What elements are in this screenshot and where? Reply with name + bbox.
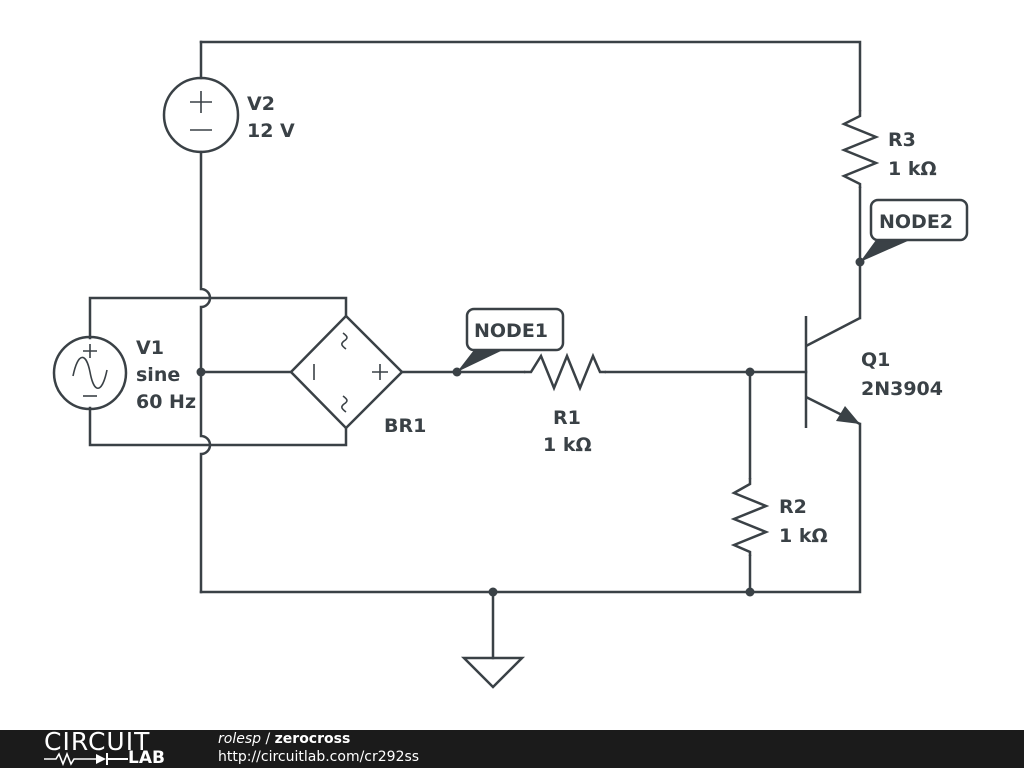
- plus-icon: [83, 344, 97, 358]
- wire-v1-bottom-to-br1: [88, 406, 348, 447]
- v1-value: 60 Hz: [136, 391, 196, 413]
- r3-resistor[interactable]: R3 1 kΩ: [840, 110, 937, 188]
- v2-value: 12 V: [247, 120, 295, 142]
- r2-resistor[interactable]: R2 1 kΩ: [730, 478, 828, 556]
- wire-bottom-rail: [199, 422, 862, 594]
- r3-value: 1 kΩ: [888, 158, 937, 180]
- circuit-owner-title: rolesp / zerocross: [218, 731, 350, 747]
- node1-text: NODE1: [474, 320, 548, 342]
- v1-sine-source[interactable]: V1 sine 60 Hz: [52, 335, 196, 413]
- q1-npn-transistor[interactable]: Q1 2N3904: [804, 316, 943, 428]
- resistor-icon: [524, 352, 606, 392]
- q1-name: Q1: [861, 349, 890, 371]
- ground-symbol: [460, 656, 526, 689]
- positive-terminal-icon: [372, 364, 388, 380]
- bridge-rectifier-icon: [289, 314, 404, 430]
- v1-name: V1: [136, 337, 164, 359]
- circuit-url-link[interactable]: http://circuitlab.com/cr292ss: [218, 749, 420, 765]
- v2-dc-source[interactable]: V2 12 V: [162, 76, 295, 154]
- logo-resistor-diode-icon: [44, 752, 128, 766]
- br1-name: BR1: [384, 415, 426, 437]
- ac-tilde-icon: [341, 332, 348, 350]
- r1-name: R1: [553, 407, 581, 429]
- wire-v1-top-to-br1: [88, 296, 348, 340]
- node2-label[interactable]: NODE2: [860, 198, 969, 262]
- plus-icon: [190, 91, 212, 113]
- wire-top-rail: [199, 40, 862, 112]
- resistor-icon: [730, 478, 770, 556]
- r1-value: 1 kΩ: [543, 434, 592, 456]
- ac-tilde-icon: [341, 395, 348, 413]
- junction-dot: [488, 587, 498, 597]
- owner-username[interactable]: rolesp: [218, 731, 262, 747]
- node-pointer-icon: [860, 240, 910, 262]
- sine-wave-icon: [72, 356, 108, 390]
- node2-box: [869, 198, 969, 242]
- v1-type: sine: [136, 364, 180, 386]
- ground-icon: [460, 656, 526, 689]
- footer-bar: CIRCUIT LAB rolesp / zerocross http://ci…: [0, 727, 1024, 768]
- resistor-icon: [840, 110, 880, 188]
- v2-name: V2: [247, 93, 275, 115]
- node-pointer-icon: [457, 350, 503, 372]
- junction-dot: [745, 587, 755, 597]
- node1-label[interactable]: NODE1: [457, 307, 565, 372]
- logo-circuit-text: CIRCUIT: [44, 727, 151, 756]
- r2-name: R2: [779, 496, 807, 518]
- r2-value: 1 kΩ: [779, 525, 828, 547]
- br1-bridge-rectifier[interactable]: BR1: [289, 314, 426, 437]
- ac-source-icon: [52, 335, 128, 411]
- r1-resistor[interactable]: R1 1 kΩ: [524, 352, 606, 456]
- separator: /: [261, 731, 275, 747]
- circuit-title[interactable]: zerocross: [274, 731, 351, 747]
- r3-name: R3: [888, 129, 916, 151]
- emitter-arrow-icon: [836, 406, 860, 424]
- circuit-schematic: V2 12 V V1 sine 60 Hz BR1 R1 1 kΩ R2 1 k…: [52, 40, 969, 689]
- junction-dot: [196, 367, 206, 377]
- node2-text: NODE2: [879, 211, 953, 233]
- q1-value: 2N3904: [861, 378, 943, 400]
- junction-dot: [745, 367, 755, 377]
- dc-source-icon: [162, 76, 240, 154]
- transistor-collector: [805, 316, 861, 348]
- logo-lab-text: LAB: [128, 748, 165, 768]
- node1-box: [465, 307, 565, 352]
